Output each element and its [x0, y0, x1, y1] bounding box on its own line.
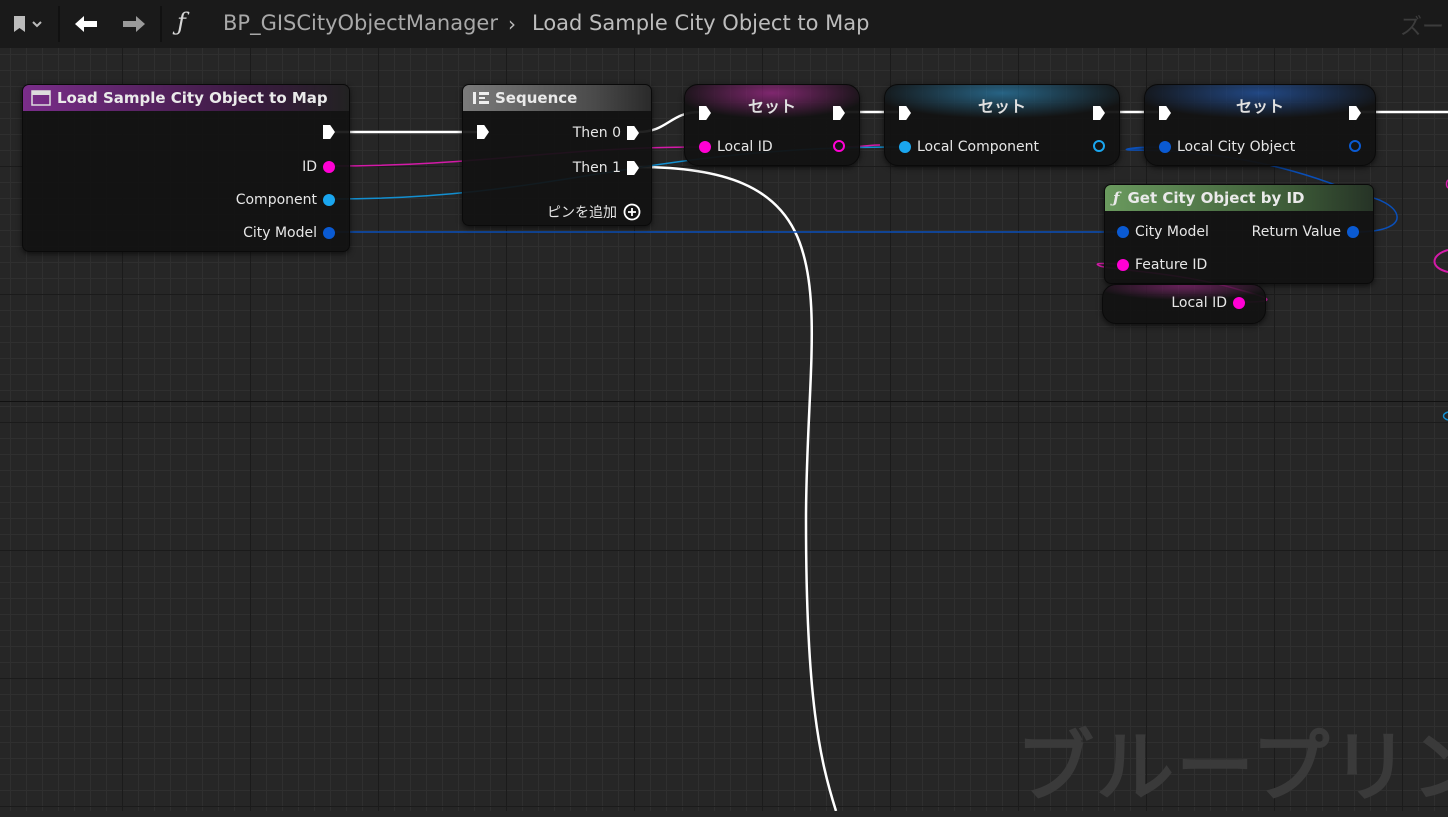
function-entry-title: Load Sample City Object to Map	[57, 89, 328, 107]
local-city-object-input-pin[interactable]: Local City Object	[1159, 139, 1295, 155]
int-pin-icon	[833, 140, 845, 152]
toolbar-divider	[58, 6, 60, 42]
exec-pin-icon	[1159, 106, 1171, 120]
exec-pin-icon	[477, 125, 489, 139]
get-local-id-node[interactable]: Local ID	[1102, 284, 1266, 324]
set-local-id-node[interactable]: セット Local ID	[684, 84, 860, 166]
breadcrumb-parent[interactable]: BP_GISCityObjectManager	[223, 11, 498, 35]
set-node-title: セット	[1145, 93, 1375, 117]
pin-label: Feature ID	[1135, 257, 1207, 273]
exec-pin-icon	[899, 106, 911, 120]
exec-pin-icon	[627, 161, 639, 175]
object-pin-icon	[1347, 226, 1359, 238]
grid-axis-line	[0, 401, 1448, 402]
exec-out-pin[interactable]	[323, 125, 335, 139]
get-city-object-by-id-node[interactable]: ƒ Get City Object by ID City Model Retur…	[1104, 184, 1374, 284]
bookmark-menu-button[interactable]	[4, 0, 52, 48]
pin-label: Local Component	[917, 139, 1039, 155]
city-model-output-pin[interactable]: City Model	[243, 225, 335, 241]
sequence-node[interactable]: Sequence Then 0 Then 1 ピンを追加	[462, 84, 652, 226]
pin-label: ID	[302, 159, 317, 175]
local-component-output-pin[interactable]	[1093, 140, 1105, 152]
plus-circle-icon	[623, 203, 641, 221]
object-pin-icon	[1159, 141, 1171, 153]
exec-pin-icon	[1349, 106, 1361, 120]
add-pin-label: ピンを追加	[547, 202, 617, 222]
exec-pin-icon	[323, 125, 335, 139]
component-pin-icon	[899, 141, 911, 153]
add-pin-button[interactable]: ピンを追加	[547, 202, 641, 222]
function-entry-node[interactable]: Load Sample City Object to Map ID Compon…	[22, 84, 350, 252]
back-button[interactable]	[66, 0, 106, 48]
breadcrumb-separator-icon: ›	[508, 12, 516, 36]
int-pin-icon	[699, 141, 711, 153]
local-component-input-pin[interactable]: Local Component	[899, 139, 1039, 155]
zoom-label: ズー	[1400, 9, 1444, 41]
graph-watermark: ブループリン	[1016, 705, 1448, 817]
int-pin-icon	[1233, 297, 1245, 309]
exec-in-pin[interactable]	[1159, 106, 1171, 120]
object-pin-icon	[323, 227, 335, 239]
pin-label: Local City Object	[1177, 139, 1295, 155]
arrow-right-icon	[121, 14, 147, 34]
function-icon: ƒ	[1113, 189, 1119, 207]
local-id-output-pin[interactable]: Local ID	[1171, 295, 1245, 311]
toolbar-divider	[160, 6, 162, 42]
arrow-left-icon	[73, 14, 99, 34]
then0-pin[interactable]: Then 0	[573, 125, 639, 141]
sequence-header: Sequence	[463, 85, 651, 111]
forward-button[interactable]	[114, 0, 154, 48]
bookmark-icon	[11, 14, 45, 34]
feature-id-input-pin[interactable]: Feature ID	[1117, 257, 1207, 273]
pin-label: Component	[236, 192, 317, 208]
function-icon: ƒ	[177, 8, 186, 36]
pin-label: Then 1	[573, 160, 621, 176]
set-local-city-object-node[interactable]: セット Local City Object	[1144, 84, 1376, 166]
exec-out-pin[interactable]	[1093, 106, 1105, 120]
exec-pin-icon	[833, 106, 845, 120]
pin-label: City Model	[1135, 224, 1209, 240]
exec-in-pin[interactable]	[477, 125, 489, 139]
object-pin-icon	[1349, 140, 1361, 152]
sequence-icon	[471, 90, 491, 106]
component-pin-icon	[1093, 140, 1105, 152]
exec-out-pin[interactable]	[833, 106, 845, 120]
pin-label: Then 0	[573, 125, 621, 141]
get-city-object-title: Get City Object by ID	[1127, 189, 1304, 207]
function-entry-header: Load Sample City Object to Map	[23, 85, 349, 111]
city-model-input-pin[interactable]: City Model	[1117, 224, 1209, 240]
pin-label: Local ID	[717, 139, 773, 155]
exec-pin-icon	[1093, 106, 1105, 120]
set-node-title: セット	[885, 93, 1119, 117]
then1-pin[interactable]: Then 1	[573, 160, 639, 176]
exec-out-pin[interactable]	[1349, 106, 1361, 120]
breadcrumb-current[interactable]: Load Sample City Object to Map	[532, 11, 869, 35]
pin-label: Local ID	[1171, 295, 1227, 311]
exec-pin-icon	[699, 106, 711, 120]
int-pin-icon	[323, 161, 335, 173]
object-pin-icon	[1117, 226, 1129, 238]
set-local-component-node[interactable]: セット Local Component	[884, 84, 1120, 166]
local-city-object-output-pin[interactable]	[1349, 140, 1361, 152]
component-output-pin[interactable]: Component	[236, 192, 335, 208]
exec-in-pin[interactable]	[899, 106, 911, 120]
exec-pin-icon	[627, 126, 639, 140]
function-entry-icon	[31, 90, 51, 106]
exec-in-pin[interactable]	[699, 106, 711, 120]
get-city-object-header: ƒ Get City Object by ID	[1105, 185, 1373, 211]
component-pin-icon	[323, 194, 335, 206]
pin-label: City Model	[243, 225, 317, 241]
id-output-pin[interactable]: ID	[302, 159, 335, 175]
local-id-output-pin[interactable]	[833, 140, 845, 152]
local-id-input-pin[interactable]: Local ID	[699, 139, 773, 155]
toolbar: ƒ BP_GISCityObjectManager › Load Sample …	[0, 0, 1448, 49]
pin-label: Return Value	[1252, 224, 1341, 240]
sequence-title: Sequence	[495, 89, 577, 107]
return-value-pin[interactable]: Return Value	[1252, 224, 1359, 240]
int-pin-icon	[1117, 259, 1129, 271]
